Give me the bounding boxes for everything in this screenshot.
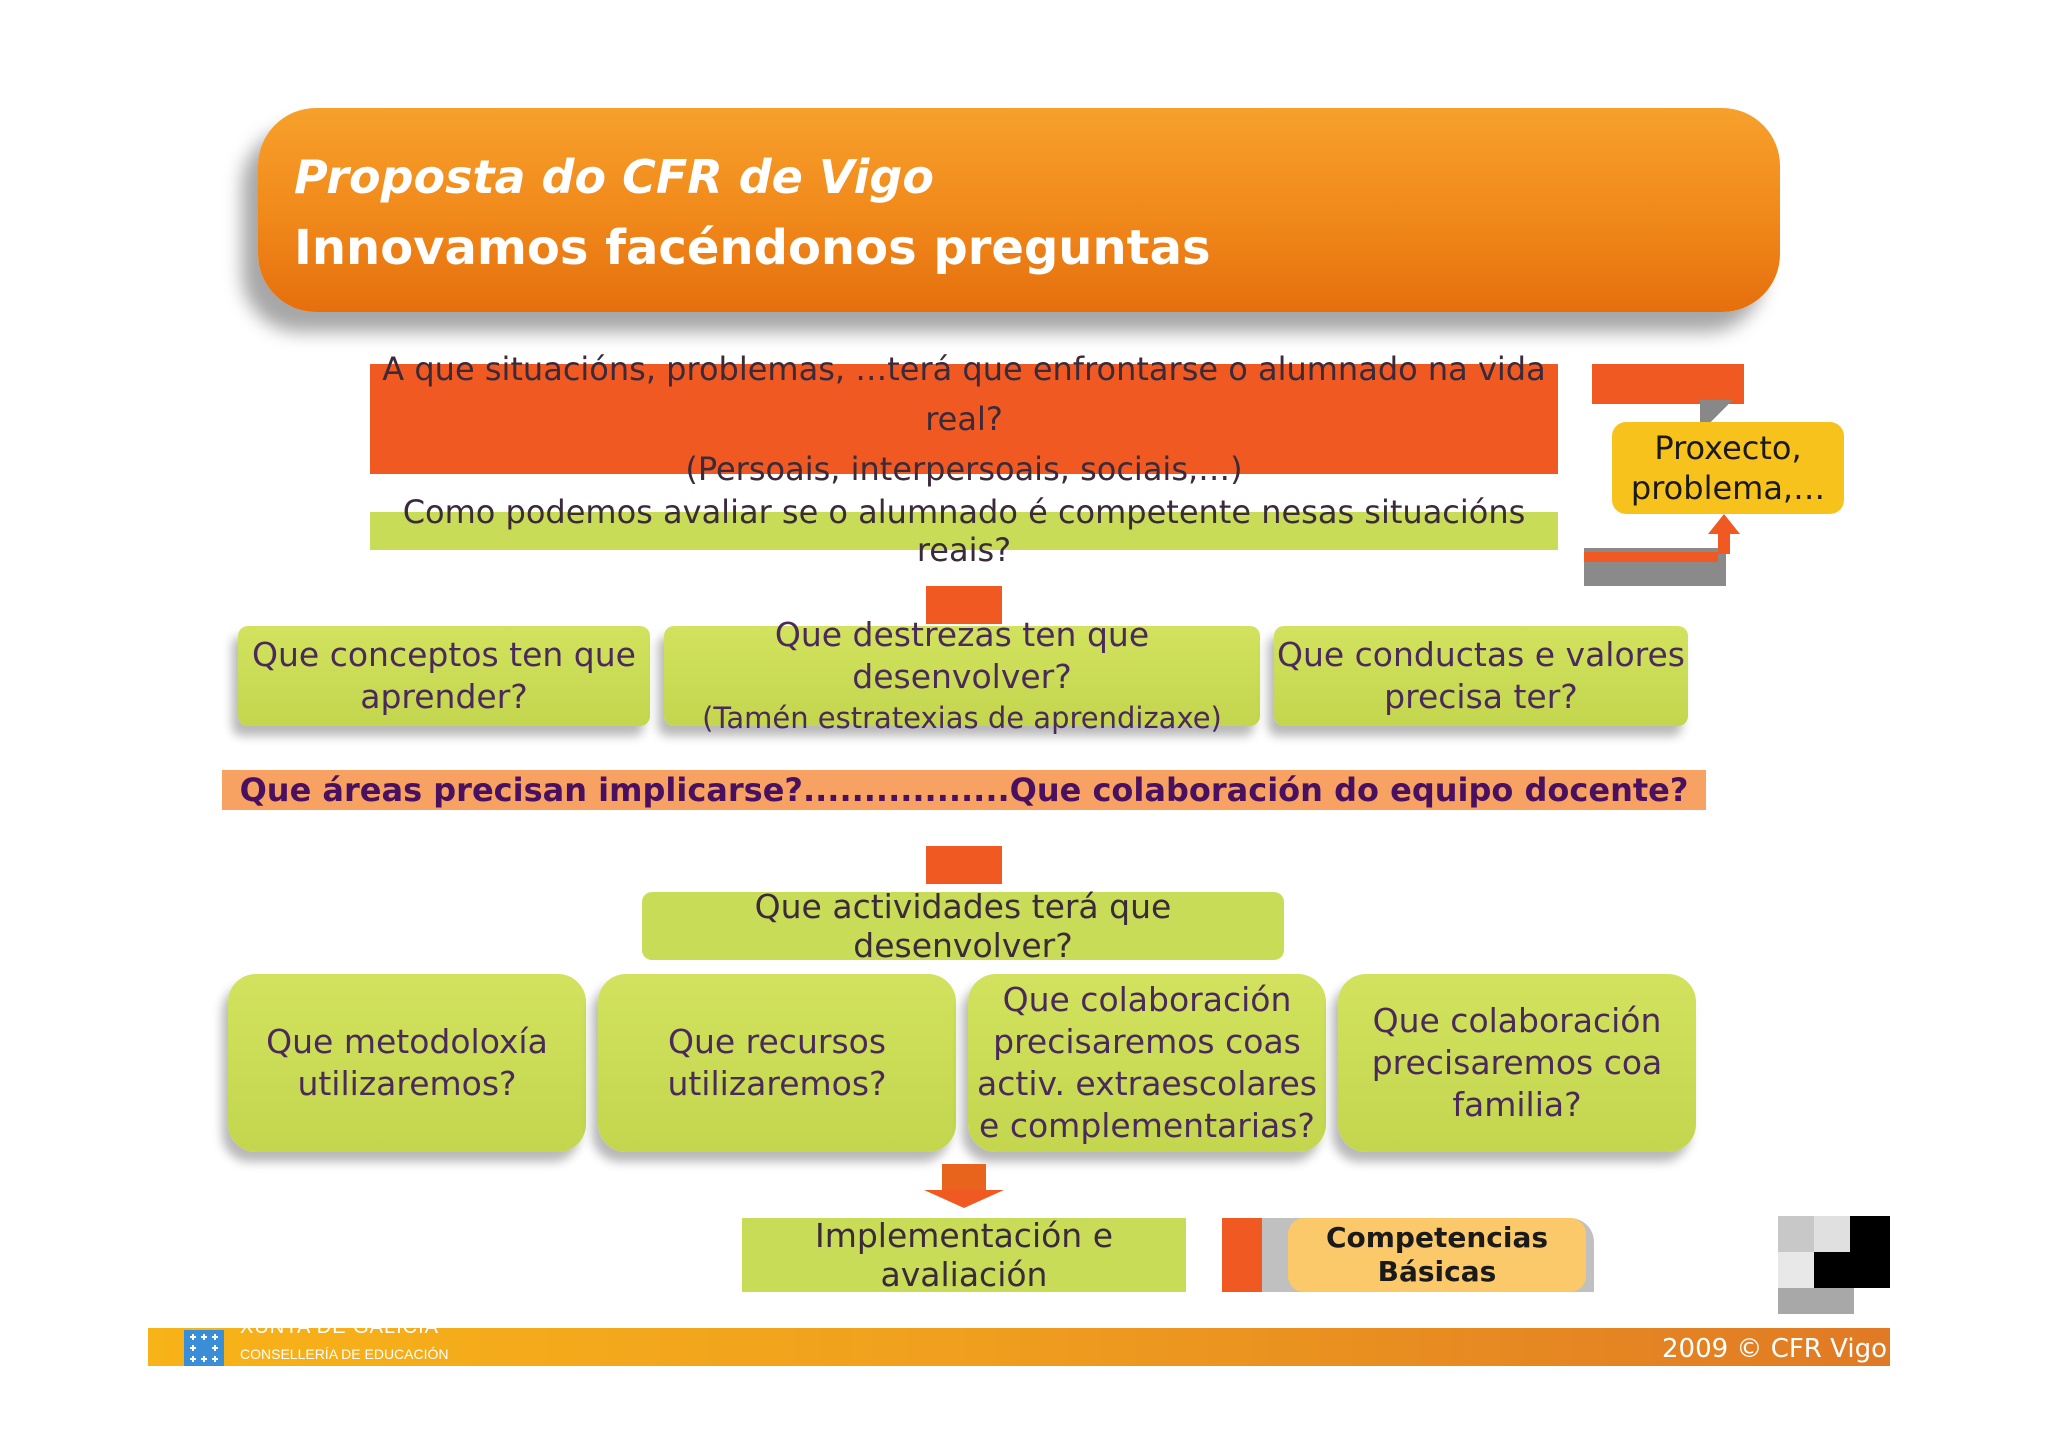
banner-subtitle: Innovamos facéndonos preguntas bbox=[294, 220, 1211, 276]
connector-block bbox=[926, 586, 1002, 624]
extracurricular-line2: precisaremos coas bbox=[993, 1022, 1301, 1061]
real-life-question-box: A que situacións, problemas, …terá que e… bbox=[370, 350, 1558, 488]
real-life-question-line1: A que situacións, problemas, …terá que e… bbox=[382, 350, 1546, 438]
family-line3: familia? bbox=[1452, 1085, 1582, 1124]
footer-department: CONSELLERÍA DE EDUCACIÓN bbox=[240, 1346, 449, 1362]
values-line1: Que conductas e valores bbox=[1276, 635, 1686, 674]
xunta-logo-icon bbox=[184, 1330, 224, 1366]
loop-bottom-orange-stripe bbox=[1584, 552, 1718, 562]
loop-up-arrow-icon bbox=[1708, 514, 1740, 554]
skills-line2: (Tamén estratexias de aprendizaxe) bbox=[702, 701, 1222, 735]
real-life-question-line2: (Persoais, interpersoais, sociais,…) bbox=[685, 450, 1243, 488]
cfr-logo-icon bbox=[1778, 1216, 1890, 1314]
implementation-box: Implementación e avaliación bbox=[742, 1216, 1186, 1294]
competencies-orange-tab bbox=[1222, 1218, 1262, 1292]
connector-block bbox=[926, 846, 1002, 884]
competencies-box: Competencias Básicas bbox=[1288, 1218, 1586, 1292]
resources-box: Que recursos utilizaremos? bbox=[598, 974, 956, 1152]
loop-top-bar bbox=[1592, 364, 1744, 404]
project-box: Proxecto, problema,… bbox=[1612, 422, 1844, 514]
extracurricular-box: Que colaboración precisaremos coas activ… bbox=[968, 974, 1326, 1152]
concepts-line1: Que conceptos ten que bbox=[252, 635, 636, 674]
title-banner bbox=[258, 108, 1780, 312]
footer-copyright: 2009 © CFR Vigo bbox=[1662, 1334, 1887, 1364]
concepts-box: Que conceptos ten que aprender? bbox=[238, 626, 650, 726]
footer-bar bbox=[148, 1328, 1890, 1366]
family-line1: Que colaboración bbox=[1372, 1001, 1662, 1040]
family-box: Que colaboración precisaremos coa famili… bbox=[1338, 974, 1696, 1152]
skills-box: Que destrezas ten que desenvolver? (Tamé… bbox=[664, 615, 1260, 735]
down-arrow-icon bbox=[924, 1164, 1004, 1208]
resources-line1: Que recursos bbox=[667, 1022, 887, 1061]
methodology-line1: Que metodoloxía bbox=[266, 1022, 548, 1061]
banner-title: Proposta do CFR de Vigo bbox=[294, 150, 934, 204]
concepts-line2: aprender? bbox=[360, 677, 528, 716]
resources-line2: utilizaremos? bbox=[667, 1064, 887, 1103]
methodology-line2: utilizaremos? bbox=[297, 1064, 517, 1103]
values-line2: precisa ter? bbox=[1384, 677, 1578, 716]
project-box-line1: Proxecto, bbox=[1654, 429, 1802, 467]
methodology-box: Que metodoloxía utilizaremos? bbox=[228, 974, 586, 1152]
loop-corner-shadow bbox=[1700, 400, 1744, 422]
areas-collaboration-bar: Que áreas precisan implicarse?..........… bbox=[222, 770, 1706, 810]
footer-org-name: XUNTA DE GALICIA bbox=[240, 1316, 440, 1338]
activities-question-box: Que actividades terá que desenvolver? bbox=[642, 887, 1284, 965]
skills-line1: Que destrezas ten que desenvolver? bbox=[774, 615, 1150, 696]
values-box: Que conductas e valores precisa ter? bbox=[1274, 626, 1688, 726]
assessment-question-box: Como podemos avaliar se o alumnado é com… bbox=[370, 493, 1558, 569]
extracurricular-line3: activ. extraescolares bbox=[977, 1064, 1317, 1103]
competencies-line1: Competencias bbox=[1325, 1221, 1549, 1254]
extracurricular-line1: Que colaboración bbox=[1002, 980, 1292, 1019]
project-box-line2: problema,… bbox=[1630, 469, 1826, 507]
family-line2: precisaremos coa bbox=[1371, 1043, 1663, 1082]
extracurricular-line4: e complementarias? bbox=[979, 1106, 1315, 1145]
competencies-line2: Básicas bbox=[1377, 1255, 1497, 1288]
